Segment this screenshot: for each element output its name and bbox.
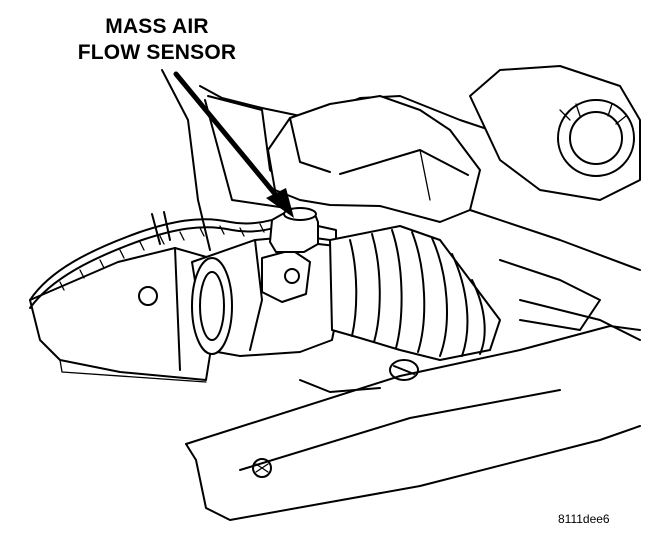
right-components — [469, 65, 641, 341]
figure-id: 8111dee6 — [558, 512, 610, 526]
lower-plate — [185, 325, 641, 521]
maf-sensor — [269, 207, 337, 253]
throttle-body — [191, 235, 341, 357]
callout-arrow — [173, 71, 294, 218]
air-cleaner-housing — [267, 95, 481, 223]
fender-panel — [29, 247, 215, 383]
mass-air-flow-sensor-label: MASS AIR FLOW SENSOR — [62, 14, 252, 66]
intake-hose — [329, 225, 501, 381]
callout-line-2: FLOW SENSOR — [77, 41, 237, 64]
wiring-harness — [29, 211, 293, 309]
callout-line-1: MASS AIR — [105, 15, 209, 38]
